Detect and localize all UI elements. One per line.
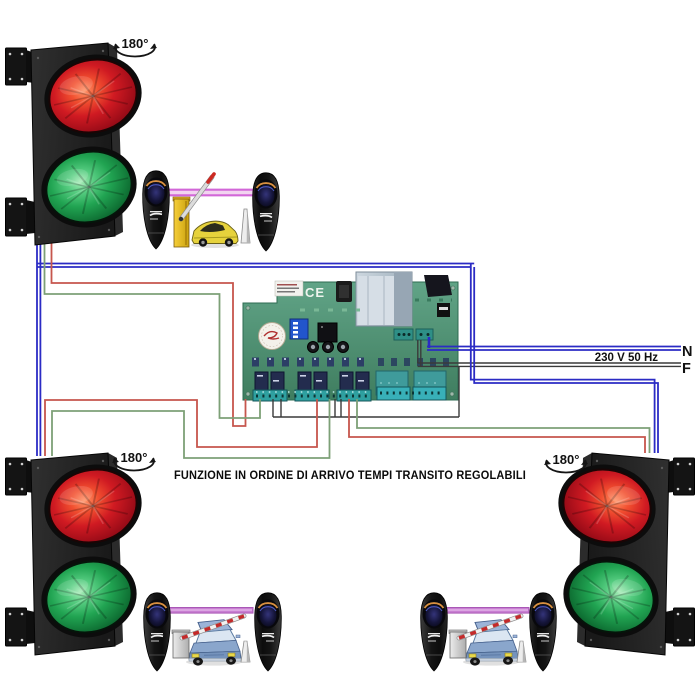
wire-green — [43, 243, 651, 459]
photocell-beam — [166, 189, 254, 196]
photocell-left — [141, 169, 171, 250]
rotation-label: 180° — [122, 36, 149, 51]
diagram-caption: FUNZIONE IN ORDINE DI ARRIVO TEMPI TRANS… — [174, 469, 526, 482]
rotation-label: 180° — [121, 450, 148, 465]
rotation-label: 180° — [553, 452, 580, 467]
control-board: CE — [242, 271, 459, 402]
rest-post — [240, 640, 251, 663]
heatsink — [424, 275, 452, 297]
rest-post — [240, 208, 251, 244]
rotation-badge-bottom-left: 180° — [112, 450, 156, 472]
dip-switch-icon — [289, 318, 309, 340]
wire-phase-black — [272, 340, 681, 418]
rest-post — [516, 640, 527, 663]
car-yellow — [191, 220, 239, 248]
phase-label: F — [682, 361, 691, 377]
barrier-striped — [171, 613, 247, 659]
power-terminal-block — [415, 328, 434, 341]
logo-stamp — [258, 322, 286, 350]
rotation-badge-top: 180° — [113, 36, 157, 58]
photocell-left — [142, 591, 172, 672]
traffic-light-bottom-right — [550, 453, 694, 655]
transformer — [355, 271, 413, 327]
photocell-left — [419, 591, 449, 672]
photocell-scene-top — [141, 169, 281, 252]
photocell-right — [251, 171, 281, 252]
microcontroller-chip — [317, 322, 338, 343]
photocell-right — [528, 591, 558, 672]
mains-voltage-label: 230 V 50 Hz — [595, 352, 659, 364]
photocell-scene-bottom-right — [419, 591, 558, 672]
wire-blue-bus — [36, 243, 659, 456]
ce-mark: CE — [305, 285, 325, 300]
neutral-label: N — [682, 344, 692, 360]
traffic-light-bottom-left — [6, 453, 150, 655]
wiring — [36, 243, 681, 459]
barrier-striped — [448, 613, 524, 659]
traffic-light-top-left — [6, 43, 150, 245]
barrier-yellow — [172, 172, 216, 248]
rotation-badge-bottom-right: 180° — [544, 452, 588, 474]
wire-red — [44, 243, 646, 456]
wire-neutral-blue — [427, 337, 681, 351]
terminal-strips — [252, 386, 447, 402]
trimmer-knobs — [307, 341, 349, 353]
photocell-scene-bottom-left — [142, 591, 283, 672]
photocell-right — [253, 591, 283, 672]
